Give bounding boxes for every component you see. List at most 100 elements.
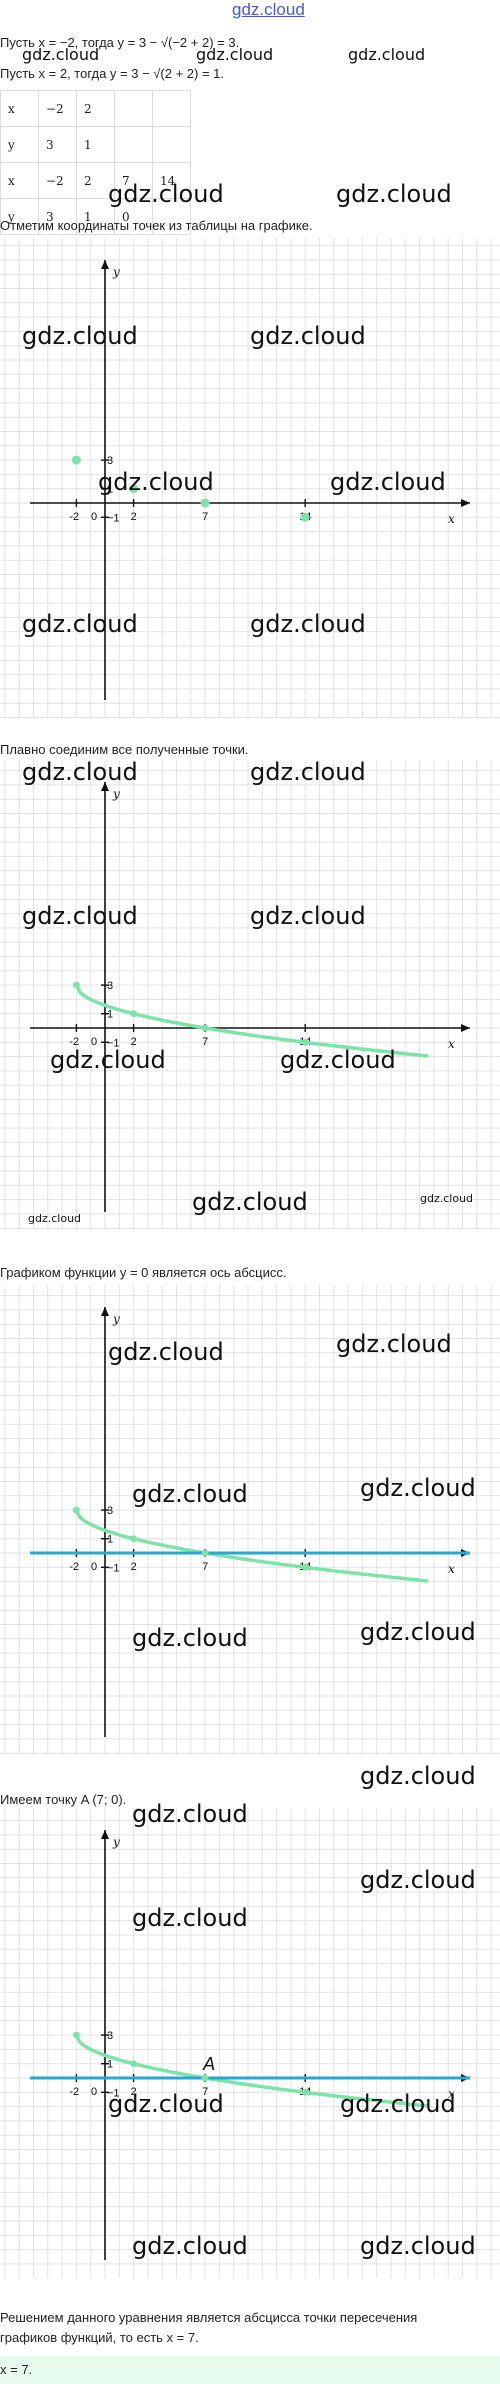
- table-cell: 3: [38, 198, 77, 235]
- table-cell: 2: [76, 90, 115, 127]
- watermark: gdz.cloud: [360, 1762, 476, 1790]
- x-tick-label: -2: [69, 1561, 79, 1573]
- caption-2: Плавно соединим все полученные точки.: [0, 742, 249, 757]
- y-axis-label: y: [112, 1312, 120, 1326]
- y-axis-label: y: [112, 787, 120, 801]
- origin-label: 0: [91, 1561, 97, 1573]
- watermark: gdz.cloud: [196, 45, 274, 64]
- table-cell: 1: [76, 198, 115, 235]
- watermark: gdz.cloud: [250, 322, 366, 350]
- table-cell: y: [0, 198, 39, 235]
- caption-3: Графиком функции y = 0 является ось абсц…: [0, 1265, 287, 1280]
- y-tick-label: −1: [107, 1562, 120, 1574]
- x-tick-label: -2: [69, 2086, 79, 2098]
- watermark: gdz.cloud: [420, 1192, 474, 1205]
- y-tick-label: 3: [107, 2030, 113, 2042]
- data-point: [130, 2060, 138, 2068]
- data-point: [301, 2088, 309, 2096]
- origin-label: 0: [91, 2086, 97, 2098]
- table-cell: [152, 90, 191, 127]
- y-tick-label: 3: [107, 980, 113, 992]
- watermark: gdz.cloud: [360, 2232, 476, 2260]
- table-cell: x: [0, 90, 39, 127]
- y-tick-label: 1: [107, 1009, 113, 1021]
- x-tick-label: 7: [202, 2086, 208, 2098]
- caption-4: Имеем точку A (7; 0).: [0, 1792, 127, 1807]
- watermark: gdz.cloud: [50, 1046, 166, 1074]
- y-axis-arrow: [101, 782, 109, 791]
- watermark: gdz.cloud: [108, 1338, 224, 1366]
- data-point: [130, 1535, 138, 1543]
- table-cell: −2: [38, 162, 77, 199]
- y-axis-arrow: [101, 260, 109, 269]
- x-axis-label: x: [448, 1037, 455, 1051]
- data-point: [300, 512, 310, 522]
- data-point: [201, 1024, 209, 1032]
- watermark: gdz.cloud: [22, 758, 138, 786]
- watermark: gdz.cloud: [336, 180, 452, 208]
- text-line-2: Пусть x = 2, тогда y = 3 − √(2 + 2) = 1.: [0, 66, 225, 81]
- watermark: gdz.cloud: [132, 2232, 248, 2260]
- watermark: gdz.cloud: [360, 1474, 476, 1502]
- y-tick-label: −1: [107, 2087, 120, 2099]
- caption-5a: Решением данного уравнения является абсц…: [0, 2310, 418, 2325]
- watermark: gdz.cloud: [132, 1480, 248, 1508]
- table-cell: −2: [38, 90, 77, 127]
- caption-1: Отметим координаты точек из таблицы на г…: [0, 218, 313, 233]
- x-tick-label: -2: [69, 1036, 79, 1048]
- graph-1-svg: xy-22714031−1: [0, 238, 500, 718]
- watermark: gdz.cloud: [250, 610, 366, 638]
- function-curve: [74, 1508, 429, 1583]
- table-cell: [152, 126, 191, 163]
- watermark: gdz.cloud: [22, 610, 138, 638]
- table-cell: 3: [38, 126, 77, 163]
- data-point: [72, 1506, 80, 1514]
- x-axis-label: x: [448, 512, 455, 526]
- watermark: gdz.cloud: [340, 2090, 456, 2118]
- watermark: gdz.cloud: [348, 45, 426, 64]
- watermark: gdz.cloud: [108, 180, 224, 208]
- origin-label: 0: [91, 511, 97, 523]
- watermark: gdz.cloud: [336, 1330, 452, 1358]
- x-tick-label: 2: [131, 2086, 137, 2098]
- watermark: gdz.cloud: [132, 1800, 248, 1828]
- watermark: gdz.cloud: [28, 1212, 82, 1225]
- answer-text: x = 7.: [0, 2362, 33, 2377]
- table-cell: [114, 126, 153, 163]
- y-axis-arrow: [101, 1307, 109, 1316]
- site-logo[interactable]: gdz.cloud: [232, 0, 305, 19]
- y-tick-label: 1: [107, 2059, 113, 2071]
- data-point: [129, 484, 139, 494]
- answer-box: x = 7.: [0, 2356, 500, 2384]
- table-cell: 1: [76, 126, 115, 163]
- watermark: gdz.cloud: [330, 468, 446, 496]
- x-axis-arrow: [461, 499, 470, 507]
- watermark: gdz.cloud: [132, 1904, 248, 1932]
- x-axis-label: x: [448, 1562, 455, 1576]
- graph-2: xy-22714031−1: [0, 760, 500, 1235]
- data-point: [301, 1563, 309, 1571]
- table-cell: [114, 90, 153, 127]
- watermark: gdz.cloud: [360, 1618, 476, 1646]
- watermark: gdz.cloud: [22, 322, 138, 350]
- table-cell: y: [0, 126, 39, 163]
- watermark: gdz.cloud: [250, 758, 366, 786]
- x-tick-label: 2: [131, 1561, 137, 1573]
- graph-1: xy-22714031−1: [0, 238, 500, 723]
- watermark: gdz.cloud: [98, 468, 214, 496]
- y-tick-label: 1: [107, 484, 113, 496]
- watermark: gdz.cloud: [250, 902, 366, 930]
- y-tick-label: 1: [107, 1534, 113, 1546]
- x-tick-label: -2: [69, 511, 79, 523]
- caption-5b: графиков функций, то есть x = 7.: [0, 2330, 199, 2345]
- y-axis-label: y: [112, 1835, 120, 1849]
- graph-4: xy-22714031−1A: [0, 1808, 500, 2283]
- y-tick-label: 3: [107, 455, 113, 467]
- data-point: [72, 981, 80, 989]
- table-cell: [152, 198, 191, 235]
- graph-3: xy-22714031−1: [0, 1285, 500, 1760]
- watermark: gdz.cloud: [360, 1866, 476, 1894]
